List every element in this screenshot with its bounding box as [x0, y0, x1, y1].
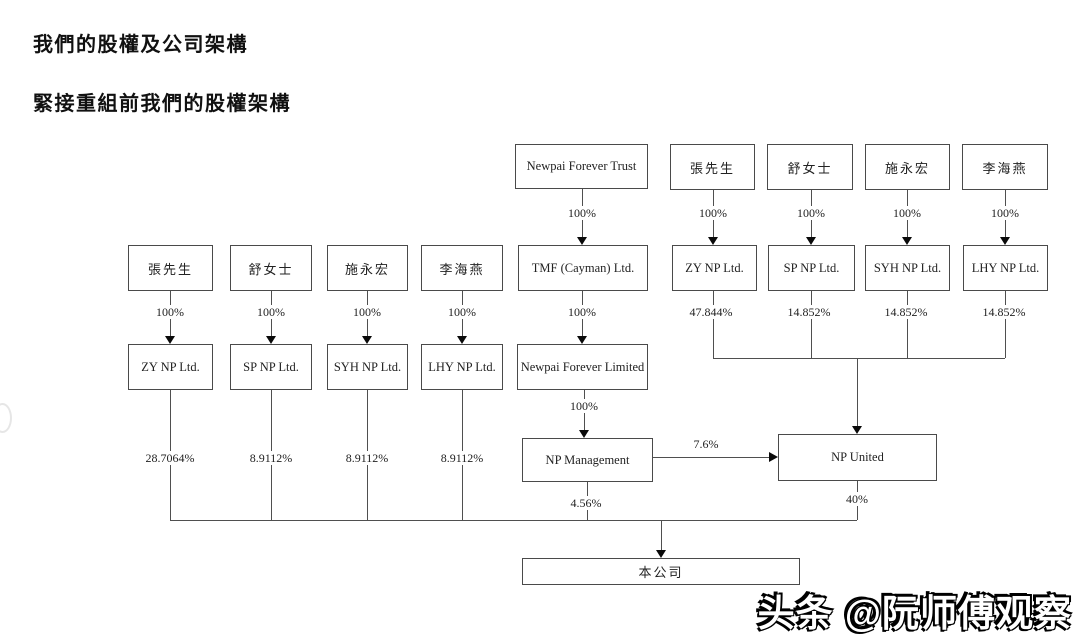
pct-label: 8.9112%	[245, 451, 297, 465]
node-sp-np-right: SP NP Ltd.	[768, 245, 855, 291]
node-sp-np-left: SP NP Ltd.	[230, 344, 312, 390]
pct-label: 100%	[889, 206, 925, 220]
arrowhead-down-icon	[656, 550, 666, 558]
pct-label: 14.852%	[783, 305, 835, 319]
main-bus-line	[170, 520, 857, 521]
node-zy-np-right: ZY NP Ltd.	[672, 245, 757, 291]
node-syh-np-right: SYH NP Ltd.	[865, 245, 950, 291]
pct-label: 4.56%	[566, 496, 606, 510]
pct-label: 100%	[987, 206, 1023, 220]
section-subtitle: 緊接重組前我們的股權架構	[33, 93, 291, 115]
node-person-right-zhang: 張先生	[670, 144, 755, 190]
arrowhead-down-icon	[362, 336, 372, 344]
connector-line	[713, 291, 714, 358]
pct-label: 100%	[444, 305, 480, 319]
scan-artifact	[0, 403, 12, 433]
watermark: 头条 @阮师傅观察	[757, 593, 1072, 634]
arrowhead-down-icon	[577, 237, 587, 245]
node-np-management: NP Management	[522, 438, 653, 482]
connector-line	[653, 457, 770, 458]
node-the-company: 本公司	[522, 558, 800, 585]
node-person-left-zhang: 張先生	[128, 245, 213, 291]
pct-label: 100%	[564, 305, 600, 319]
pct-label: 40%	[842, 492, 872, 506]
arrowhead-down-icon	[852, 426, 862, 434]
arrowhead-down-icon	[1000, 237, 1010, 245]
node-np-united: NP United	[778, 434, 937, 481]
connector-line	[907, 291, 908, 358]
pct-label: 7.6%	[689, 437, 723, 451]
arrowhead-down-icon	[165, 336, 175, 344]
node-person-left-shiyonghong: 施永宏	[327, 245, 408, 291]
node-tmf-cayman: TMF (Cayman) Ltd.	[518, 245, 648, 291]
arrowhead-down-icon	[708, 237, 718, 245]
node-lhy-np-right: LHY NP Ltd.	[963, 245, 1048, 291]
right-bus-line	[713, 358, 1005, 359]
pct-label: 100%	[566, 399, 602, 413]
pct-label: 47.844%	[685, 305, 737, 319]
node-newpai-forever-trust: Newpai Forever Trust	[515, 144, 648, 189]
pct-label: 8.9112%	[436, 451, 488, 465]
page-title: 我們的股權及公司架構	[33, 34, 248, 56]
pct-label: 100%	[253, 305, 289, 319]
arrowhead-down-icon	[266, 336, 276, 344]
pct-label: 100%	[349, 305, 385, 319]
node-person-left-shu: 舒女士	[230, 245, 312, 291]
node-newpai-forever-limited: Newpai Forever Limited	[517, 344, 648, 390]
node-person-left-lihaiyan: 李海燕	[421, 245, 503, 291]
node-person-right-lihaiyan: 李海燕	[962, 144, 1048, 190]
pct-label: 100%	[695, 206, 731, 220]
arrowhead-down-icon	[902, 237, 912, 245]
node-lhy-np-left: LHY NP Ltd.	[421, 344, 503, 390]
node-person-right-shu: 舒女士	[767, 144, 853, 190]
arrowhead-down-icon	[579, 430, 589, 438]
node-zy-np-left: ZY NP Ltd.	[128, 344, 213, 390]
node-syh-np-left: SYH NP Ltd.	[327, 344, 408, 390]
arrowhead-right-icon	[769, 452, 778, 462]
arrowhead-down-icon	[457, 336, 467, 344]
node-person-right-shiyonghong: 施永宏	[865, 144, 950, 190]
pct-label: 100%	[564, 206, 600, 220]
connector-line	[857, 358, 858, 426]
arrowhead-down-icon	[577, 336, 587, 344]
connector-line	[1005, 291, 1006, 358]
pct-label: 14.852%	[880, 305, 932, 319]
pct-label: 8.9112%	[341, 451, 393, 465]
connector-line	[811, 291, 812, 358]
pct-label: 28.7064%	[141, 451, 199, 465]
pct-label: 14.852%	[978, 305, 1030, 319]
connector-line	[661, 520, 662, 550]
pct-label: 100%	[152, 305, 188, 319]
arrowhead-down-icon	[806, 237, 816, 245]
pct-label: 100%	[793, 206, 829, 220]
